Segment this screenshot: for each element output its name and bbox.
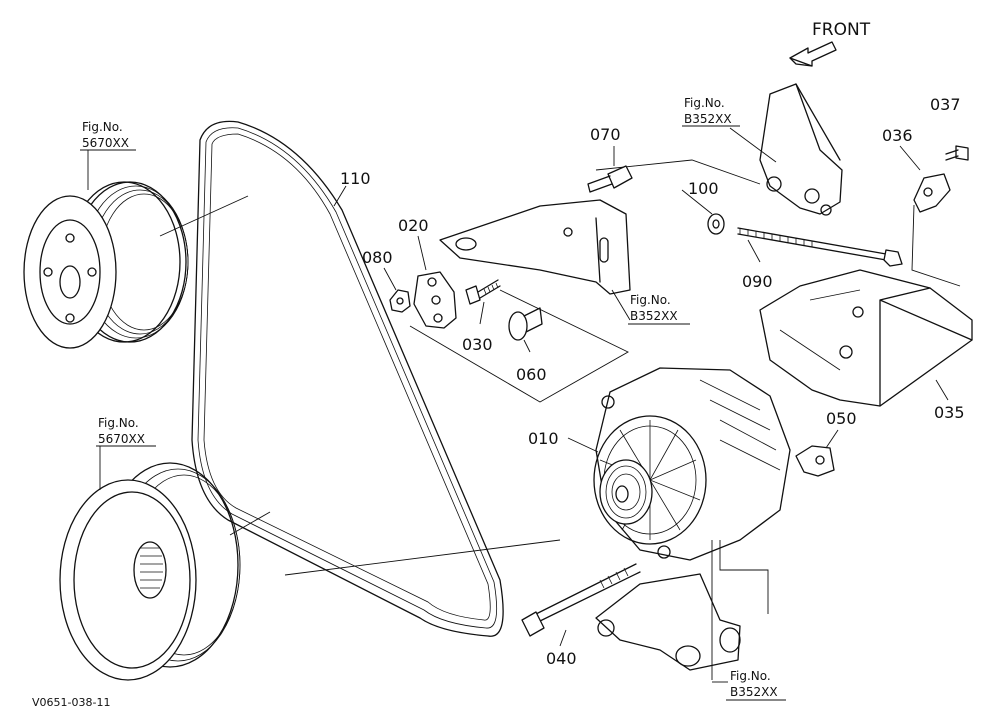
part-label-037: 037 <box>930 95 961 114</box>
top-right-bracket-drawing <box>729 83 843 216</box>
part-label-050: 050 <box>826 409 857 428</box>
part-label-020: 020 <box>398 216 429 235</box>
drive-belt-drawing <box>191 120 504 637</box>
part-label-100: 100 <box>688 179 719 198</box>
fig-lower-pulley: Fig.No. 5670XX <box>96 416 156 490</box>
part-label-035: 035 <box>934 403 965 422</box>
fig-number: B352XX <box>630 309 678 323</box>
fig-number: B352XX <box>684 112 732 126</box>
upper-mount-bracket-drawing <box>439 159 761 321</box>
lower-pulley-drawing <box>59 462 561 681</box>
alternator-drawing <box>567 367 791 561</box>
part-label-080: 080 <box>362 248 393 267</box>
part-labels: 010 020 030 035 036 037 040 050 060 070 … <box>340 95 965 668</box>
drawing-code: V0651-038-11 <box>32 696 110 709</box>
bolt-037-drawing <box>945 145 969 161</box>
fig-label: Fig.No. <box>98 416 139 430</box>
fig-label: Fig.No. <box>684 96 725 110</box>
plate-036-drawing <box>899 145 961 287</box>
washer-100-drawing <box>681 189 725 235</box>
part-label-070: 070 <box>590 125 621 144</box>
lower-mount-bracket-drawing <box>595 540 769 680</box>
part-label-036: 036 <box>882 126 913 145</box>
part-label-090: 090 <box>742 272 773 291</box>
fig-label: Fig.No. <box>82 120 123 134</box>
part-label-030: 030 <box>462 335 493 354</box>
part-label-010: 010 <box>528 429 559 448</box>
fig-bracket-bottom: Fig.No. B352XX <box>712 669 786 701</box>
alternator-cover-drawing <box>759 269 973 407</box>
part-label-060: 060 <box>516 365 547 384</box>
front-direction-arrow: FRONT <box>789 20 871 67</box>
front-label: FRONT <box>812 20 871 40</box>
fig-bracket-top: Fig.No. B352XX <box>682 96 740 127</box>
bolt-060-drawing <box>508 307 543 353</box>
adjust-plate-drawing <box>409 271 629 403</box>
fig-number: 5670XX <box>98 432 145 446</box>
fig-number: 5670XX <box>82 136 129 150</box>
bolt-070-drawing <box>587 146 633 193</box>
fig-label: Fig.No. <box>630 293 671 307</box>
part-label-040: 040 <box>546 649 577 668</box>
part-label-110: 110 <box>340 169 371 188</box>
bolt-030-drawing <box>465 279 501 325</box>
long-bolt-090-drawing <box>737 227 903 267</box>
fig-label: Fig.No. <box>730 669 771 683</box>
nut-080-drawing <box>389 289 411 313</box>
fig-number: B352XX <box>730 685 778 699</box>
bracket-050-drawing <box>795 429 839 477</box>
bolt-040-drawing <box>521 563 641 647</box>
upper-pulley-drawing <box>23 181 249 349</box>
fig-bracket-mid: Fig.No. B352XX <box>628 293 690 325</box>
fig-upper-pulley: Fig.No. 5670XX <box>80 120 136 190</box>
